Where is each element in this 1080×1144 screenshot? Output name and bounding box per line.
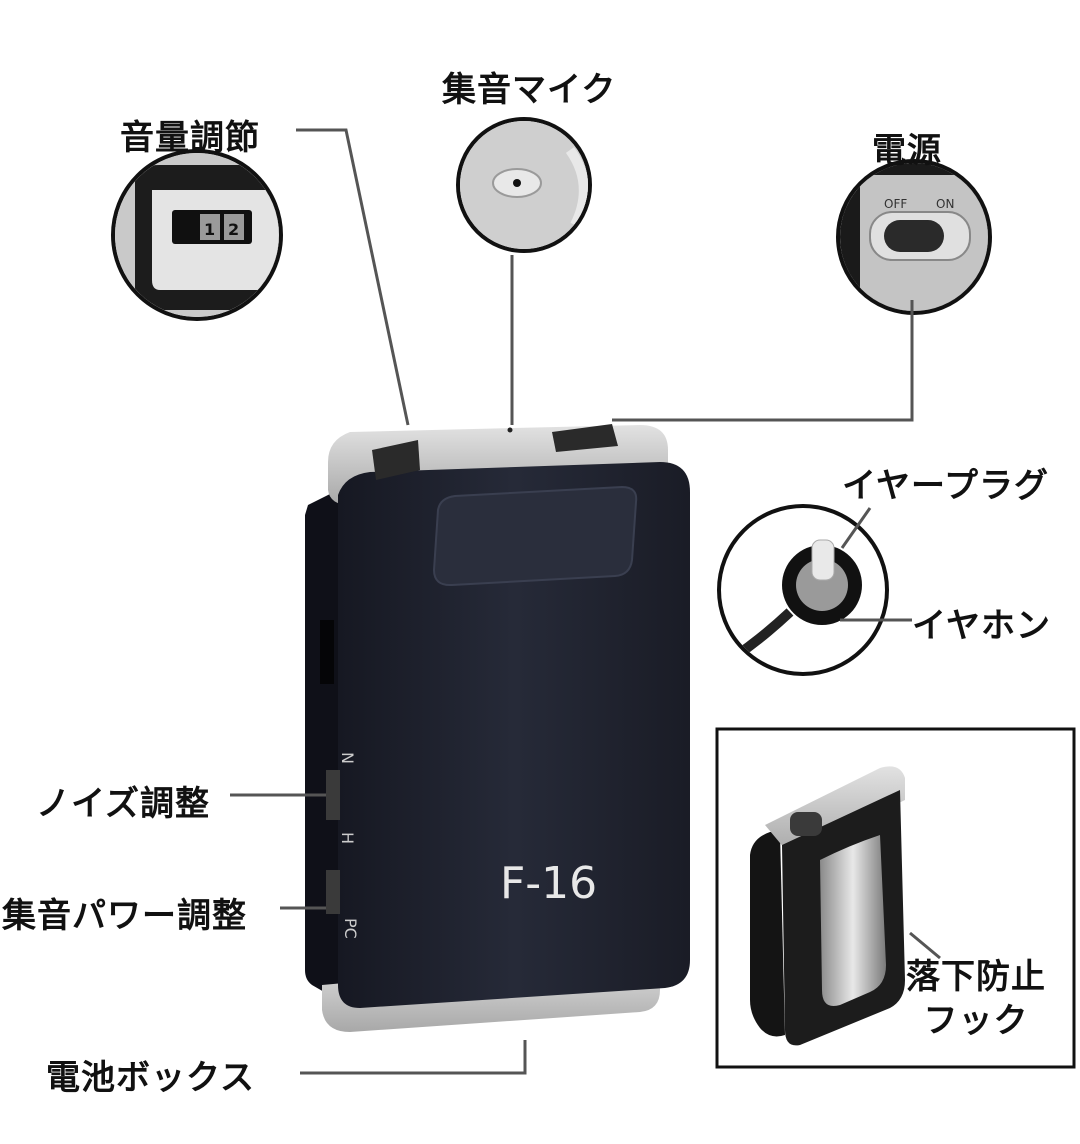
switch-off-mark: OFF [884, 197, 907, 211]
switch-on-mark: ON [936, 197, 954, 211]
label-gain: 集音パワー調整 [2, 896, 247, 936]
label-hook: 落下防止 フック [888, 955, 1064, 1043]
label-earplug: イヤープラグ [842, 466, 1049, 506]
microphone-zoom [456, 117, 592, 253]
noise-switch-n-mark: N [338, 752, 357, 764]
label-noise: ノイズ調整 [36, 784, 210, 824]
label-hook-line1: 落下防止 [906, 957, 1046, 997]
hearing-aid-device [305, 424, 690, 1032]
earphone-zoom [717, 504, 889, 676]
model-number: F-16 [500, 858, 597, 909]
label-volume: 音量調節 [120, 118, 260, 158]
power-switch-zoom [836, 159, 992, 315]
gain-switch-pc-mark: PC [341, 918, 360, 939]
label-hook-line2: フック [923, 1001, 1029, 1041]
label-earphone: イヤホン [912, 606, 1051, 646]
label-power: 電源 [872, 131, 942, 171]
label-battery: 電池ボックス [46, 1058, 255, 1098]
dial-number-2: 2 [228, 220, 239, 239]
hook-inset [715, 727, 1076, 1069]
noise-switch-h-mark: H [338, 832, 357, 844]
volume-dial-zoom [111, 149, 283, 321]
dial-number-1: 1 [204, 220, 215, 239]
leader-lines [230, 128, 941, 1075]
label-mic: 集音マイク [442, 70, 617, 110]
